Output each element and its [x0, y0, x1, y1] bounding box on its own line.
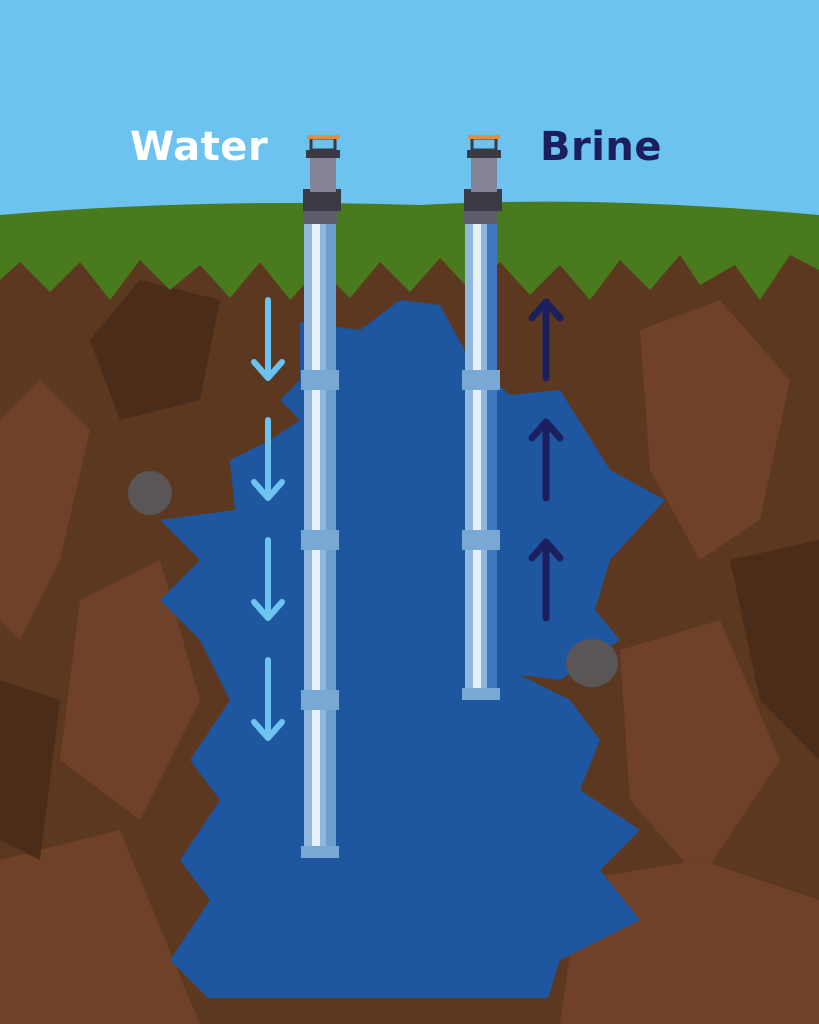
- arrow-down-icon: [251, 417, 285, 501]
- wellhead-body: [464, 189, 502, 211]
- brine-label: Brine: [540, 124, 663, 170]
- pipe-coupling: [301, 530, 339, 550]
- water-flow-arrows: [251, 297, 285, 741]
- arrow-up-icon: [528, 418, 564, 502]
- water-label: Water: [130, 124, 269, 170]
- wellhead-base: [303, 208, 337, 224]
- arrow-up-icon: [528, 538, 564, 622]
- pipe-coupling: [462, 370, 500, 390]
- brine-flow-arrows: [528, 298, 564, 622]
- pipe-coupling: [301, 846, 339, 858]
- pipe-coupling: [301, 690, 339, 710]
- rock: [128, 471, 172, 515]
- arrow-up-icon: [528, 298, 564, 382]
- pipe-coupling: [462, 688, 500, 700]
- grass: [0, 201, 819, 300]
- wellhead-base: [464, 208, 498, 224]
- rock: [566, 639, 618, 687]
- arrow-down-icon: [251, 657, 285, 741]
- water-injection-well: [301, 135, 341, 858]
- wellhead-body: [303, 189, 341, 211]
- arrow-down-icon: [251, 297, 285, 381]
- pipe-coupling: [462, 530, 500, 550]
- wellhead-cap: [307, 135, 339, 139]
- groundwater: [160, 300, 665, 998]
- brine-extraction-well: [462, 135, 502, 700]
- soil-shadow: [0, 280, 819, 860]
- wellhead-cap: [468, 135, 500, 139]
- pipe-coupling: [301, 370, 339, 390]
- arrow-down-icon: [251, 537, 285, 621]
